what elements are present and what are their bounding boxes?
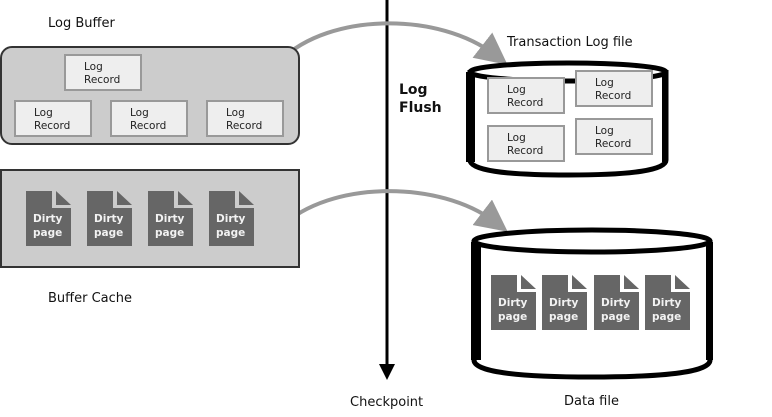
data-file-cylinder	[471, 227, 713, 380]
checkpoint-label: Checkpoint	[350, 395, 424, 410]
log-flush-arrow	[279, 21, 508, 65]
checkpoint-arrow	[279, 189, 508, 232]
buffer-cache-title: Buffer Cache	[48, 291, 133, 306]
data-file-title: Data file	[564, 394, 619, 409]
transaction-log-title: Transaction Log file	[507, 35, 633, 50]
timeline-arrowhead-icon	[379, 364, 395, 380]
log-buffer-title: Log Buffer	[48, 16, 115, 31]
